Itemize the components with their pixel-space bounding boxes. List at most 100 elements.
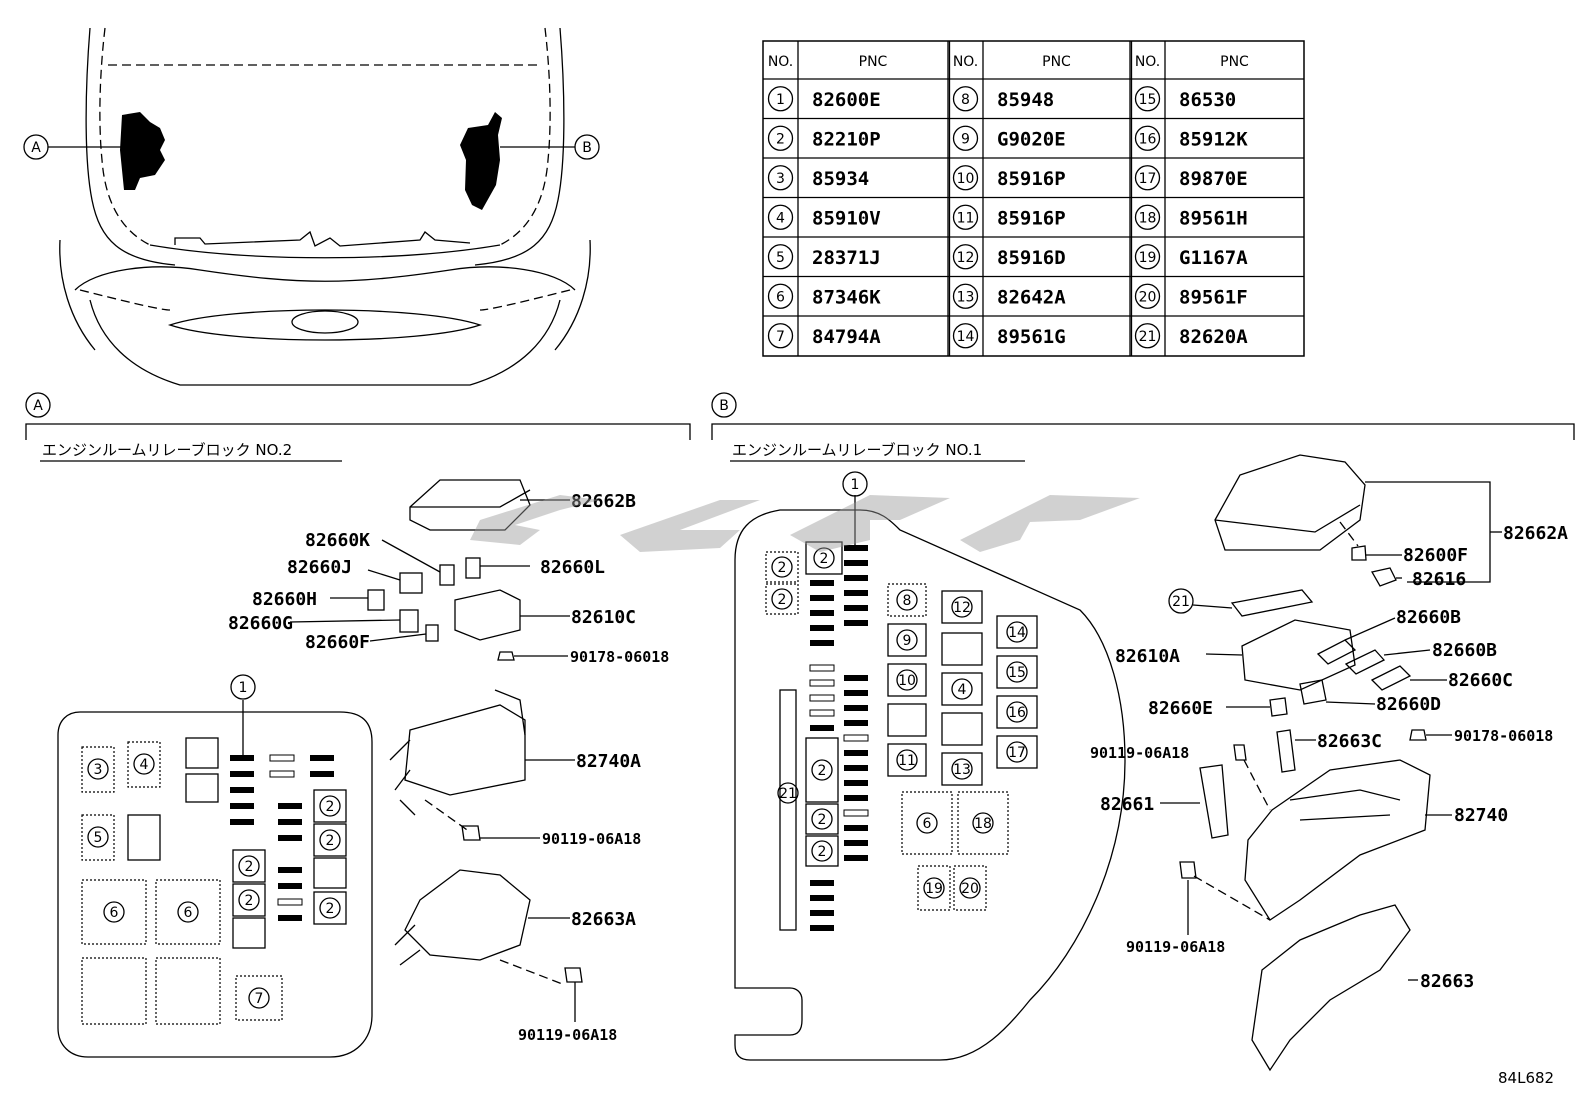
table-header: NO. <box>768 54 793 70</box>
table-num-circle <box>952 125 979 151</box>
layout-b-num-1: 1 <box>851 477 860 493</box>
layout-a-num-5: 5 <box>94 830 103 846</box>
part-90178-06018-b: 90178-06018 <box>1454 727 1553 745</box>
layout-a-fuses <box>230 754 334 921</box>
table-pnc: G9020E <box>997 128 1066 150</box>
section-a-tag: A <box>33 398 43 414</box>
table-pnc: 87346K <box>812 286 881 308</box>
layout-b-num-6: 6 <box>923 816 932 832</box>
table-num-circle <box>767 86 794 112</box>
table-num-circle <box>952 244 979 270</box>
table-pnc: 86530 <box>1179 89 1236 111</box>
table-num-circle <box>1134 165 1161 191</box>
layout-b-num-2f: 2 <box>818 844 827 860</box>
layout-b-num-14: 14 <box>1008 625 1026 641</box>
layout-b-num-2e: 2 <box>818 812 827 828</box>
layout-a-num-4: 4 <box>140 757 149 773</box>
table-num-circle <box>952 323 979 349</box>
table-num: 6 <box>776 289 785 305</box>
layout-b-num-18: 18 <box>974 816 992 832</box>
layout-b-num-8: 8 <box>903 593 912 609</box>
table-num: 13 <box>957 289 975 305</box>
table-num-circle <box>1134 204 1161 230</box>
layout-a-num-6a: 6 <box>110 905 119 921</box>
table-num: 18 <box>1139 210 1157 226</box>
layout-b-fuses <box>809 545 869 931</box>
part-90119-06A18-a1: 90119-06A18 <box>542 830 641 848</box>
section-a: A エンジンルームリレーブロック NO.2 82662B 82660K 8266… <box>25 392 691 1058</box>
part-82740: 82740 <box>1454 805 1508 826</box>
table-pnc: 89561F <box>1179 286 1248 308</box>
layout-a-num-2e: 2 <box>245 893 254 909</box>
part-82660E: 82660E <box>1148 698 1213 719</box>
layout-a-num-2b: 2 <box>326 833 335 849</box>
layout-b-num-10: 10 <box>898 673 916 689</box>
part-82663: 82663 <box>1420 971 1474 992</box>
section-b-tag: B <box>719 398 729 414</box>
layout-a-num-6b: 6 <box>184 905 193 921</box>
table-pnc: 82210P <box>812 128 881 150</box>
table-num-circle <box>767 125 794 151</box>
table-num: 16 <box>1139 131 1157 147</box>
part-82740A: 82740A <box>576 751 641 772</box>
layout-b-num-13: 13 <box>953 762 971 778</box>
table-pnc: 85916D <box>997 247 1066 269</box>
part-82660C: 82660C <box>1448 670 1513 691</box>
layout-b-num-11: 11 <box>898 753 916 769</box>
table-pnc: 89561H <box>1179 207 1248 229</box>
table-header: PNC <box>1220 54 1249 70</box>
table-pnc: 84794A <box>812 326 881 348</box>
table-num: 7 <box>776 329 785 345</box>
car-top-view: A B <box>23 27 600 386</box>
watermark-logo <box>470 495 1140 552</box>
table-num: 10 <box>957 171 975 187</box>
table-num-circle <box>1134 125 1161 151</box>
layout-b-num-21: 21 <box>779 786 797 802</box>
layout-a-num-2d: 2 <box>245 859 254 875</box>
part-82663A: 82663A <box>571 909 636 930</box>
part-82660K: 82660K <box>305 530 370 551</box>
layout-b-num-2d: 2 <box>818 763 827 779</box>
part-82662B: 82662B <box>571 491 636 512</box>
table-pnc: 85948 <box>997 89 1054 111</box>
part-82600F: 82600F <box>1403 545 1468 566</box>
table-pnc: 85912K <box>1179 128 1248 150</box>
table-num: 2 <box>776 131 785 147</box>
table-header: PNC <box>859 54 888 70</box>
layout-a-num-1: 1 <box>239 680 248 696</box>
table-num-circle <box>952 86 979 112</box>
part-90178-06018-a: 90178-06018 <box>570 648 669 666</box>
layout-b-num-2c: 2 <box>820 551 829 567</box>
part-82663C: 82663C <box>1317 731 1382 752</box>
part-82616: 82616 <box>1412 569 1466 590</box>
layout-b-num-20: 20 <box>961 881 979 897</box>
layout-b-num-17: 17 <box>1008 745 1026 761</box>
table-pnc: 89561G <box>997 326 1066 348</box>
table-num: 19 <box>1139 250 1157 266</box>
part-82660J: 82660J <box>287 557 352 578</box>
part-82660B-2: 82660B <box>1432 640 1497 661</box>
table-num: 12 <box>957 250 975 266</box>
table-num-circle <box>767 244 794 270</box>
table-num: 8 <box>961 92 970 108</box>
layout-b-num-4: 4 <box>958 682 967 698</box>
table-pnc: 89870E <box>1179 168 1248 190</box>
part-82660H: 82660H <box>252 589 317 610</box>
table-num: 5 <box>776 250 785 266</box>
part-82610A: 82610A <box>1115 646 1180 667</box>
layout-b-num-2a: 2 <box>778 560 787 576</box>
table-num-circle <box>952 204 979 230</box>
table-num-circle <box>1134 244 1161 270</box>
table-num-circle <box>1134 283 1161 309</box>
layout-a-num-3: 3 <box>94 762 103 778</box>
table-num-circle <box>952 165 979 191</box>
table-pnc: G1167A <box>1179 247 1248 269</box>
table-num: 21 <box>1139 329 1157 345</box>
part-82660L: 82660L <box>540 557 605 578</box>
table-num: 3 <box>776 171 785 187</box>
part-82660G: 82660G <box>228 613 293 634</box>
layout-b-num-2b: 2 <box>778 592 787 608</box>
table-pnc: 85934 <box>812 168 869 190</box>
